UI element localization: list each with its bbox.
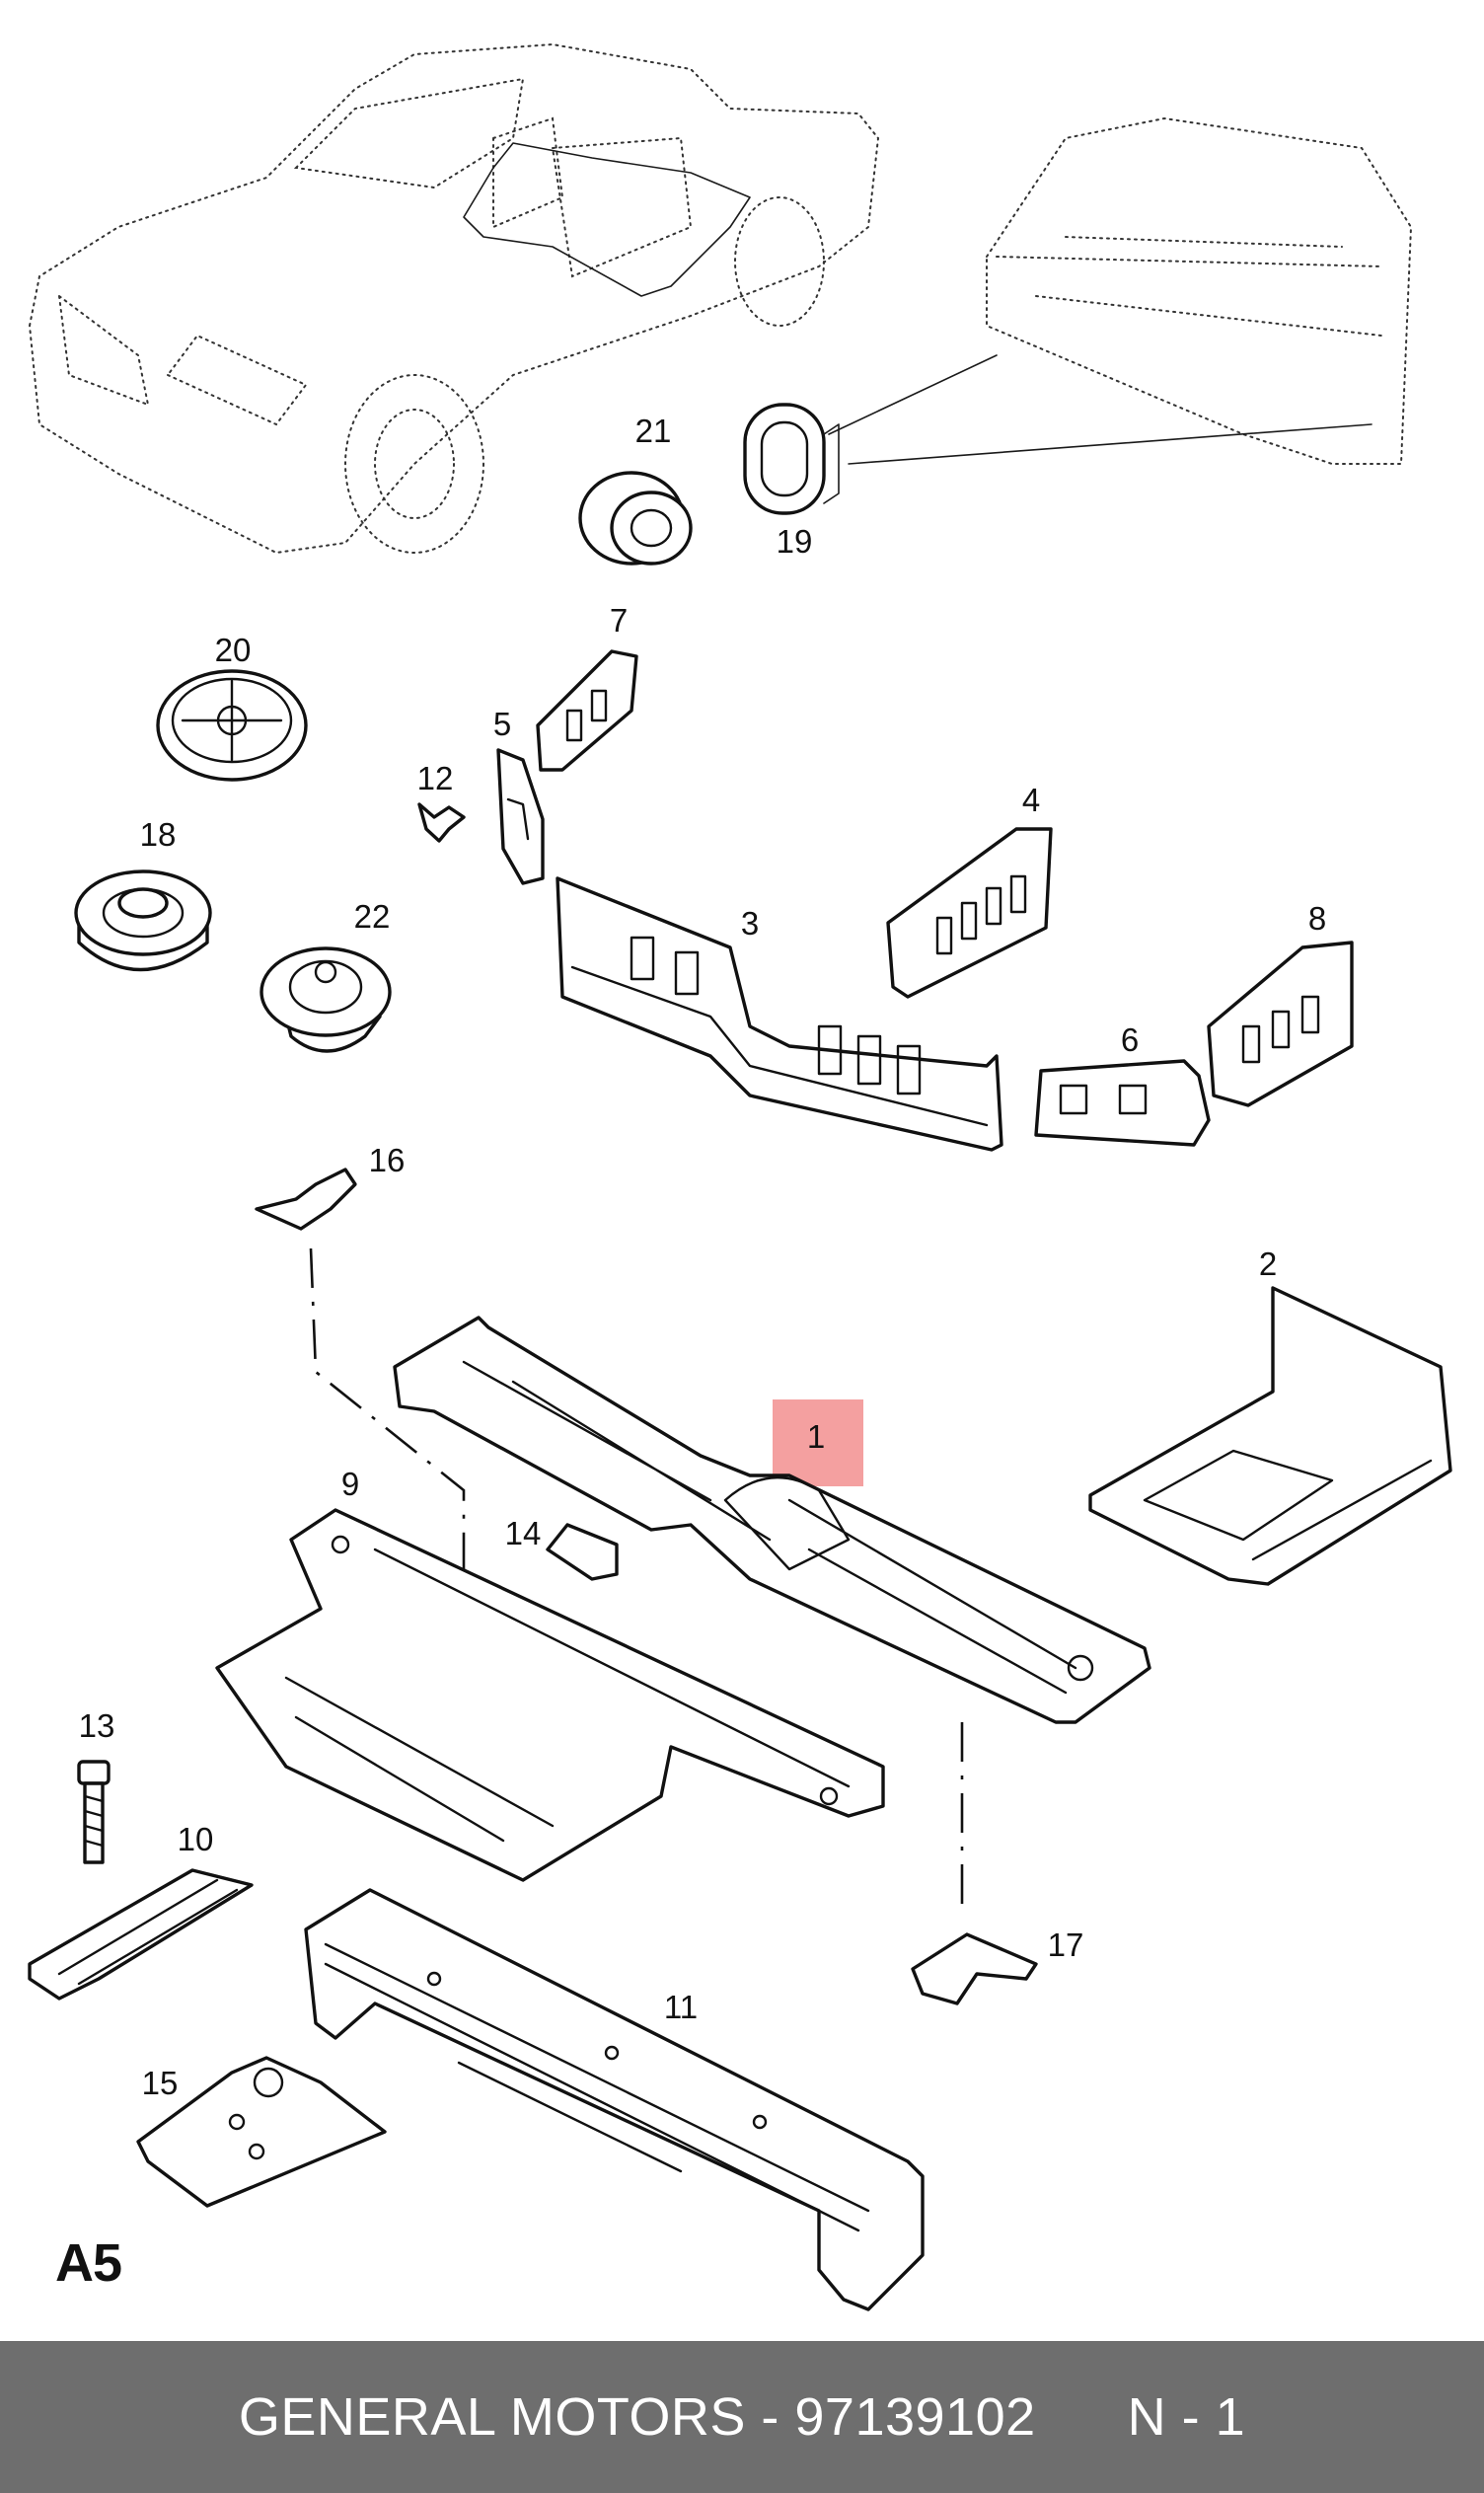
part-9-floor-panel — [215, 1508, 885, 1882]
part-21-grommet — [578, 471, 693, 566]
label-part-12: 12 — [417, 760, 454, 796]
part-19-grommet — [743, 403, 840, 515]
label-part-21: 21 — [635, 413, 672, 449]
part-13-bolt — [77, 1760, 111, 1864]
label-part-1: 1 — [807, 1418, 825, 1455]
label-part-6: 6 — [1121, 1021, 1139, 1058]
label-part-4: 4 — [1022, 782, 1040, 818]
label-part-16: 16 — [369, 1142, 406, 1178]
label-part-10: 10 — [178, 1821, 214, 1857]
part-18-plug — [74, 869, 212, 972]
label-part-3: 3 — [741, 905, 759, 942]
label-part-20: 20 — [215, 632, 252, 668]
label-part-2: 2 — [1259, 1246, 1277, 1282]
part-10-rail — [28, 1868, 254, 2001]
label-part-22: 22 — [354, 898, 391, 935]
label-part-8: 8 — [1308, 900, 1326, 937]
footer-bar: GENERAL MOTORS - 97139102 N - 1 — [0, 2341, 1484, 2493]
part-3-crossmember — [556, 876, 1003, 1152]
label-part-5: 5 — [493, 706, 511, 742]
parts-diagram: 21 19 20 7 5 12 4 18 22 3 8 6 16 2 1 9 1… — [28, 42, 1452, 2311]
part-12-clip — [417, 802, 466, 843]
truck-illustration — [28, 42, 1413, 555]
label-part-7: 7 — [610, 602, 628, 639]
part-7-bracket — [536, 649, 638, 772]
part-11-sill — [304, 1888, 925, 2311]
footer-part-number: GENERAL MOTORS - 97139102 N - 1 — [238, 2387, 1246, 2447]
part-15-bracket — [136, 2056, 387, 2208]
part-4-bracket — [886, 827, 1053, 999]
highlight-part-1 — [773, 1399, 863, 1486]
label-part-11: 11 — [664, 1989, 698, 2025]
part-8-bracket — [1207, 941, 1354, 1107]
section-label: A5 — [55, 2233, 122, 2293]
label-part-9: 9 — [341, 1466, 359, 1502]
part-6-bracket — [1034, 1059, 1211, 1147]
label-part-14: 14 — [505, 1515, 542, 1551]
part-17-clip — [911, 1932, 1038, 2005]
part-20-plug — [156, 669, 308, 782]
label-part-19: 19 — [777, 523, 813, 560]
part-5-bracket — [496, 748, 545, 885]
part-labels: 21 19 20 7 5 12 4 18 22 3 8 6 16 2 1 9 1… — [79, 413, 1327, 2101]
leader-line-16 — [309, 1247, 466, 1589]
label-part-15: 15 — [142, 2065, 179, 2101]
label-part-17: 17 — [1048, 1926, 1084, 1963]
part-1-floor-panel — [393, 1316, 1151, 1724]
part-16-clip — [255, 1168, 357, 1231]
part-2-floor-panel — [1088, 1286, 1452, 1586]
part-22-plug — [260, 946, 392, 1053]
part-14-nut — [546, 1523, 619, 1581]
label-part-18: 18 — [140, 816, 177, 853]
label-part-13: 13 — [79, 1707, 115, 1744]
